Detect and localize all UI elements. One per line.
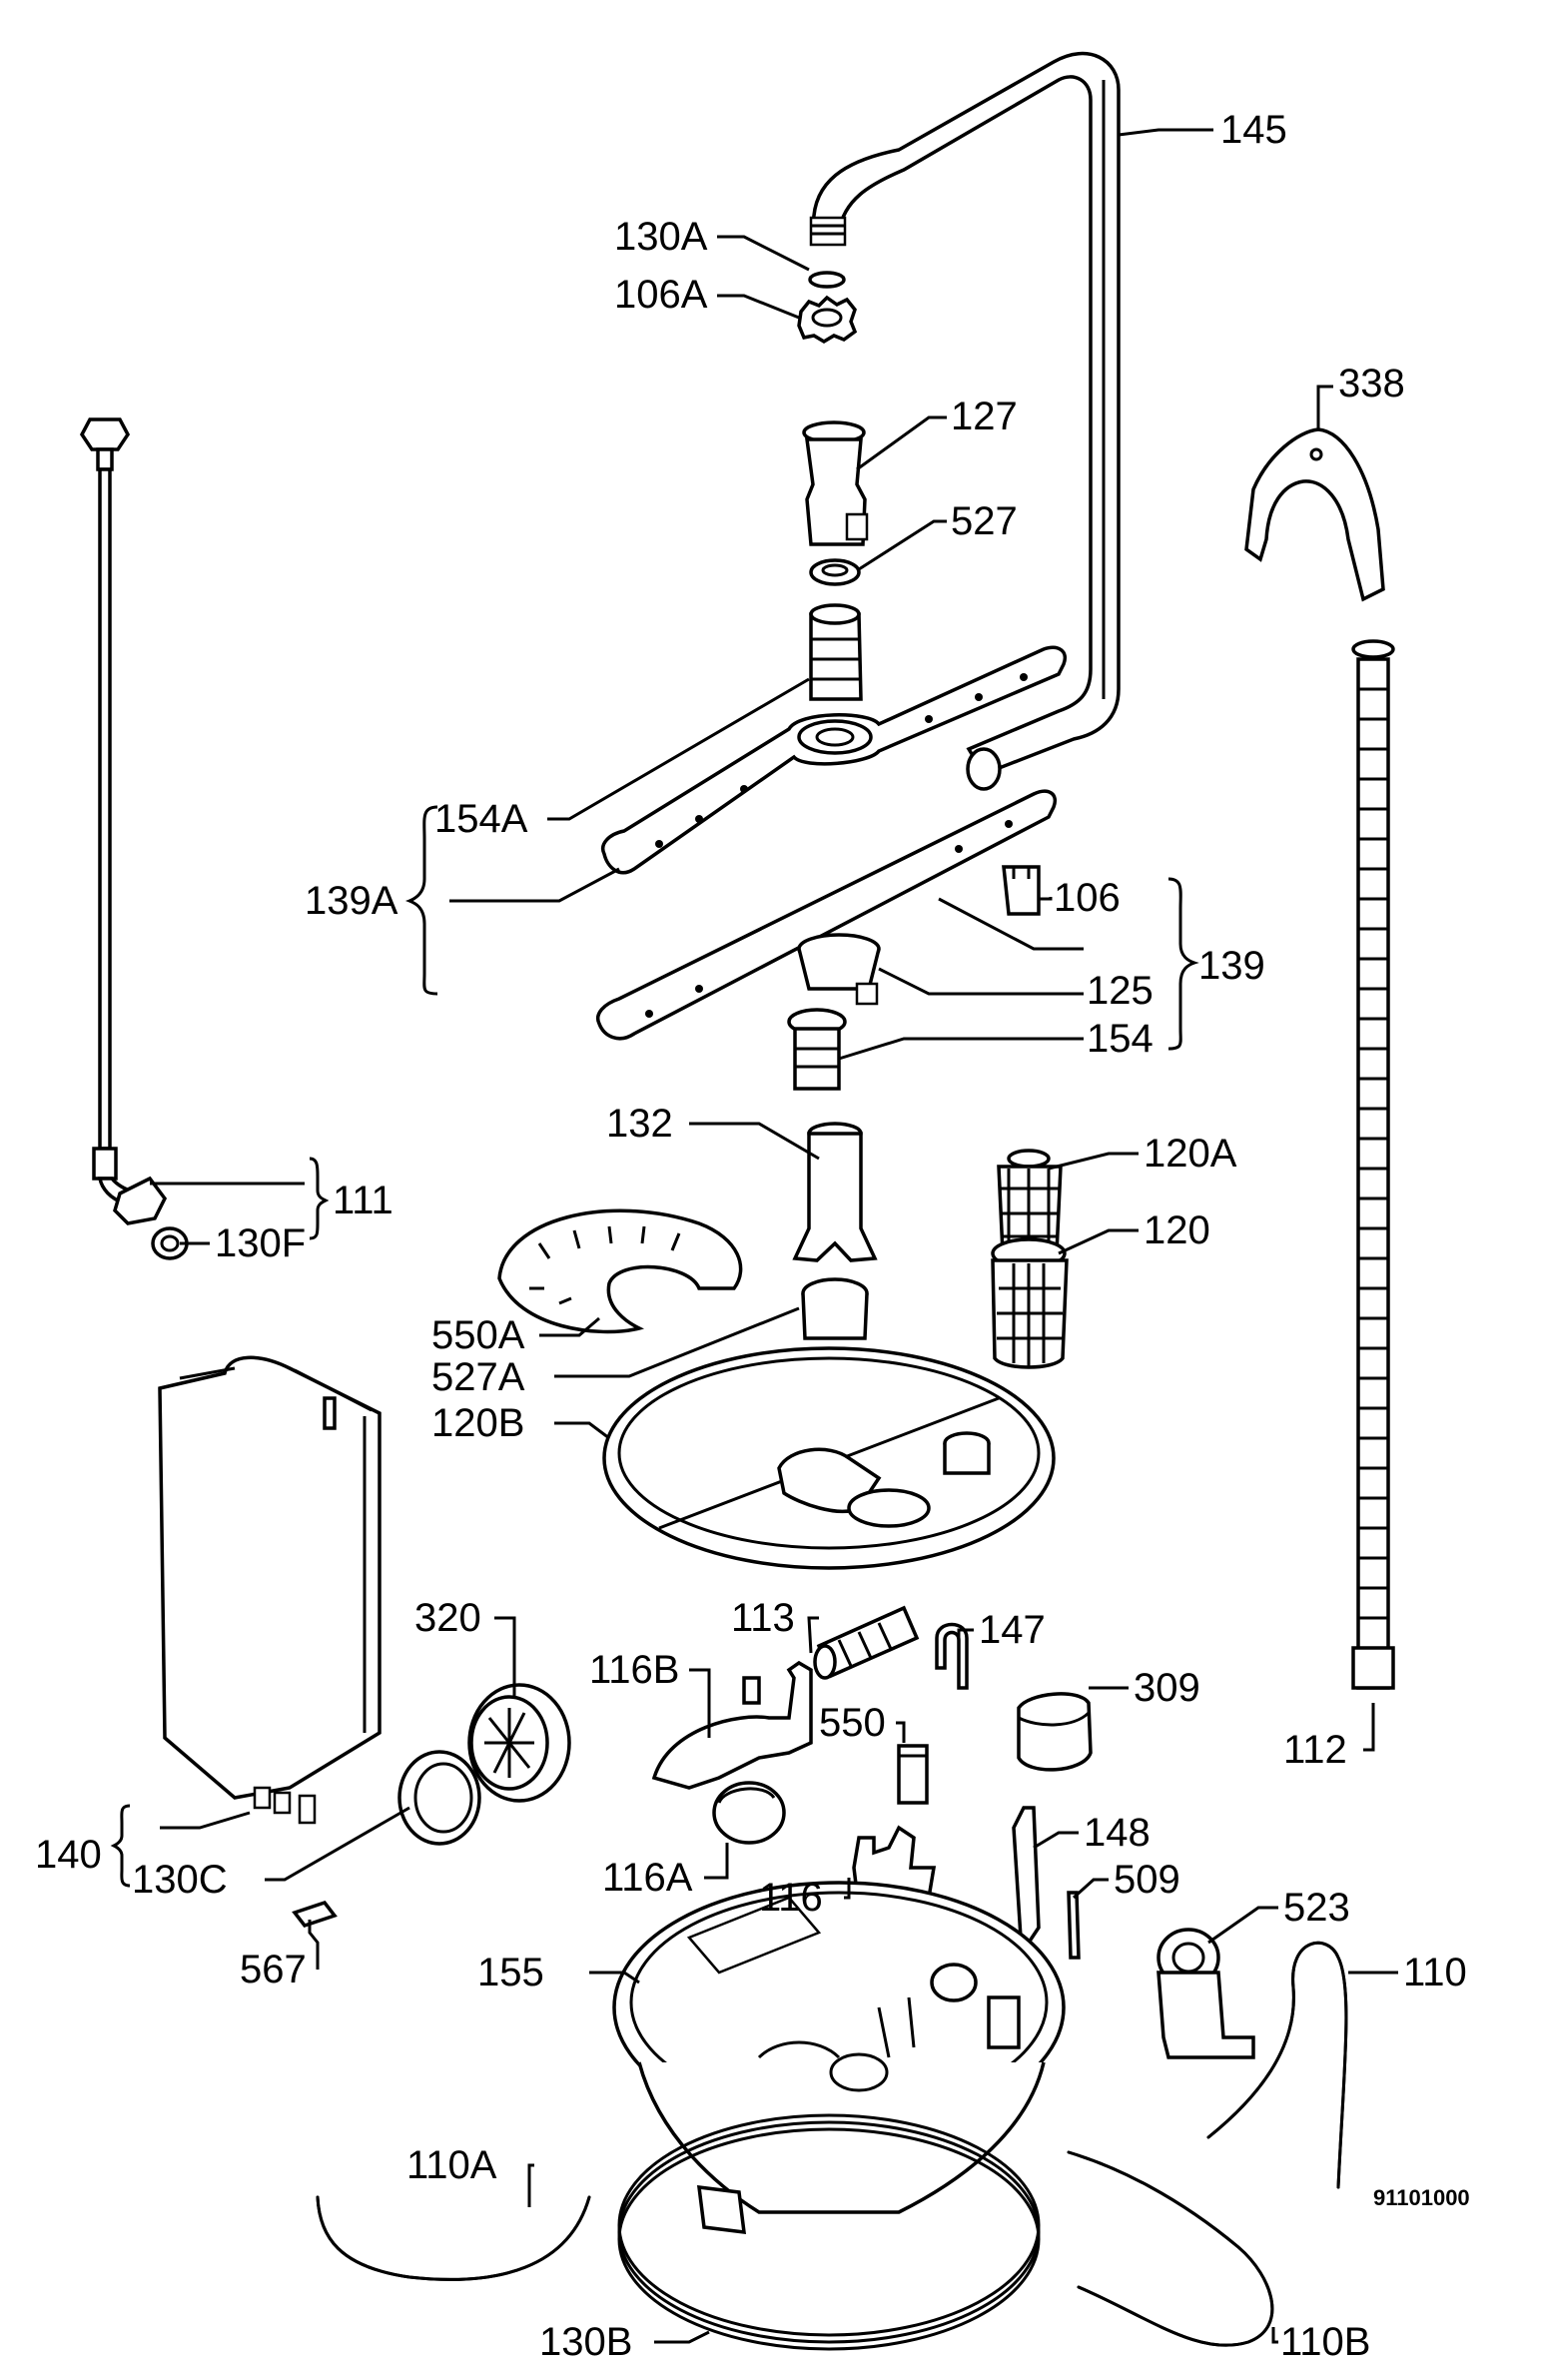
part-155-sump: [612, 1881, 1066, 2235]
label-154: 154: [1087, 1017, 1154, 1061]
label-130c: 130C: [132, 1858, 228, 1902]
label-120: 120: [1144, 1208, 1210, 1252]
part-147-u-clip: [935, 1622, 969, 1690]
part-106a-nut: [797, 295, 858, 345]
part-140-softener-tank: [158, 1355, 382, 1825]
label-338: 338: [1338, 362, 1405, 405]
label-550a: 550A: [431, 1313, 525, 1357]
label-113: 113: [731, 1596, 795, 1640]
label-139a: 139A: [305, 879, 398, 923]
label-147: 147: [979, 1608, 1046, 1652]
part-106-clip: [1002, 865, 1041, 916]
part-338-hose-bracket: [1244, 427, 1385, 602]
label-130b: 130B: [539, 2320, 632, 2364]
label-127: 127: [951, 395, 1018, 438]
part-116a-float: [712, 1781, 786, 1845]
label-110: 110: [1403, 1951, 1467, 1994]
part-130b-seal-ring: [617, 2113, 1041, 2351]
part-154-hub: [787, 1008, 847, 1091]
label-148: 148: [1084, 1811, 1151, 1855]
part-120a-micro-filter: [997, 1149, 1063, 1255]
part-550-block: [897, 1744, 929, 1805]
part-113-connector-tube: [813, 1605, 920, 1680]
label-116: 116: [759, 1876, 823, 1920]
part-130a-o-ring: [808, 271, 846, 289]
part-145-supply-pipe: [809, 51, 1121, 791]
label-527a: 527A: [431, 1355, 525, 1399]
part-523-holder: [1157, 1928, 1255, 2059]
part-509-pin: [1067, 1891, 1081, 1960]
part-550a-deflector: [497, 1208, 743, 1334]
part-120b-filter-plate: [602, 1346, 1056, 1570]
label-106: 106: [1054, 876, 1121, 920]
label-110a: 110A: [406, 2143, 497, 2187]
label-116a: 116A: [602, 1856, 693, 1900]
label-111: 111: [333, 1179, 393, 1222]
leader-lines: [110, 128, 1398, 2344]
part-110-hose: [1206, 1941, 1348, 2189]
label-116b: 116B: [589, 1648, 679, 1692]
label-112: 112: [1283, 1728, 1347, 1772]
part-125-bearing: [797, 933, 881, 1006]
label-523: 523: [1283, 1886, 1350, 1930]
label-120b: 120B: [431, 1401, 524, 1445]
part-112-drain-hose: [1351, 639, 1395, 1690]
label-120a: 120A: [1144, 1132, 1237, 1176]
label-130a: 130A: [614, 215, 708, 259]
part-527a-ring: [801, 1277, 869, 1340]
label-509: 509: [1114, 1858, 1180, 1902]
part-110a-hose-arc: [316, 2195, 591, 2281]
part-116b-valve-housing: [651, 1660, 813, 1790]
part-110b-hose: [1067, 2150, 1274, 2347]
label-132: 132: [606, 1102, 673, 1146]
part-567-clip: [292, 1900, 338, 1929]
label-155: 155: [477, 1951, 544, 1994]
label-154a: 154A: [434, 797, 528, 841]
part-527-ring: [809, 558, 861, 586]
label-309: 309: [1134, 1666, 1200, 1710]
part-120-coarse-filter: [991, 1237, 1069, 1369]
part-132-tube: [792, 1122, 878, 1262]
part-labels: 145 130A 106A 338 127 527 154A 139A 106 …: [35, 108, 1470, 2364]
label-110b: 110B: [1280, 2320, 1370, 2364]
label-550: 550: [819, 1701, 886, 1745]
label-145: 145: [1220, 108, 1287, 152]
part-320-cap: [467, 1683, 571, 1803]
drawing-number: 91101000: [1373, 2185, 1470, 2210]
label-139: 139: [1198, 944, 1265, 988]
part-139-lower-spray-arm: [596, 789, 1057, 1041]
label-527: 527: [951, 499, 1018, 543]
part-148-bracket: [1012, 1806, 1041, 1946]
part-130c-seal: [397, 1750, 481, 1846]
label-125: 125: [1087, 969, 1154, 1013]
part-111-inlet-hose: [79, 417, 168, 1225]
label-130f: 130F: [215, 1221, 306, 1265]
part-309-cap: [1017, 1692, 1093, 1772]
part-130f-washer: [151, 1226, 189, 1260]
part-154a-upper-spray-arm: [601, 603, 1067, 875]
label-106a: 106A: [614, 273, 708, 317]
label-140: 140: [35, 1833, 102, 1877]
part-127-coupling: [802, 420, 869, 546]
label-320: 320: [414, 1596, 481, 1640]
label-567: 567: [240, 1948, 307, 1991]
